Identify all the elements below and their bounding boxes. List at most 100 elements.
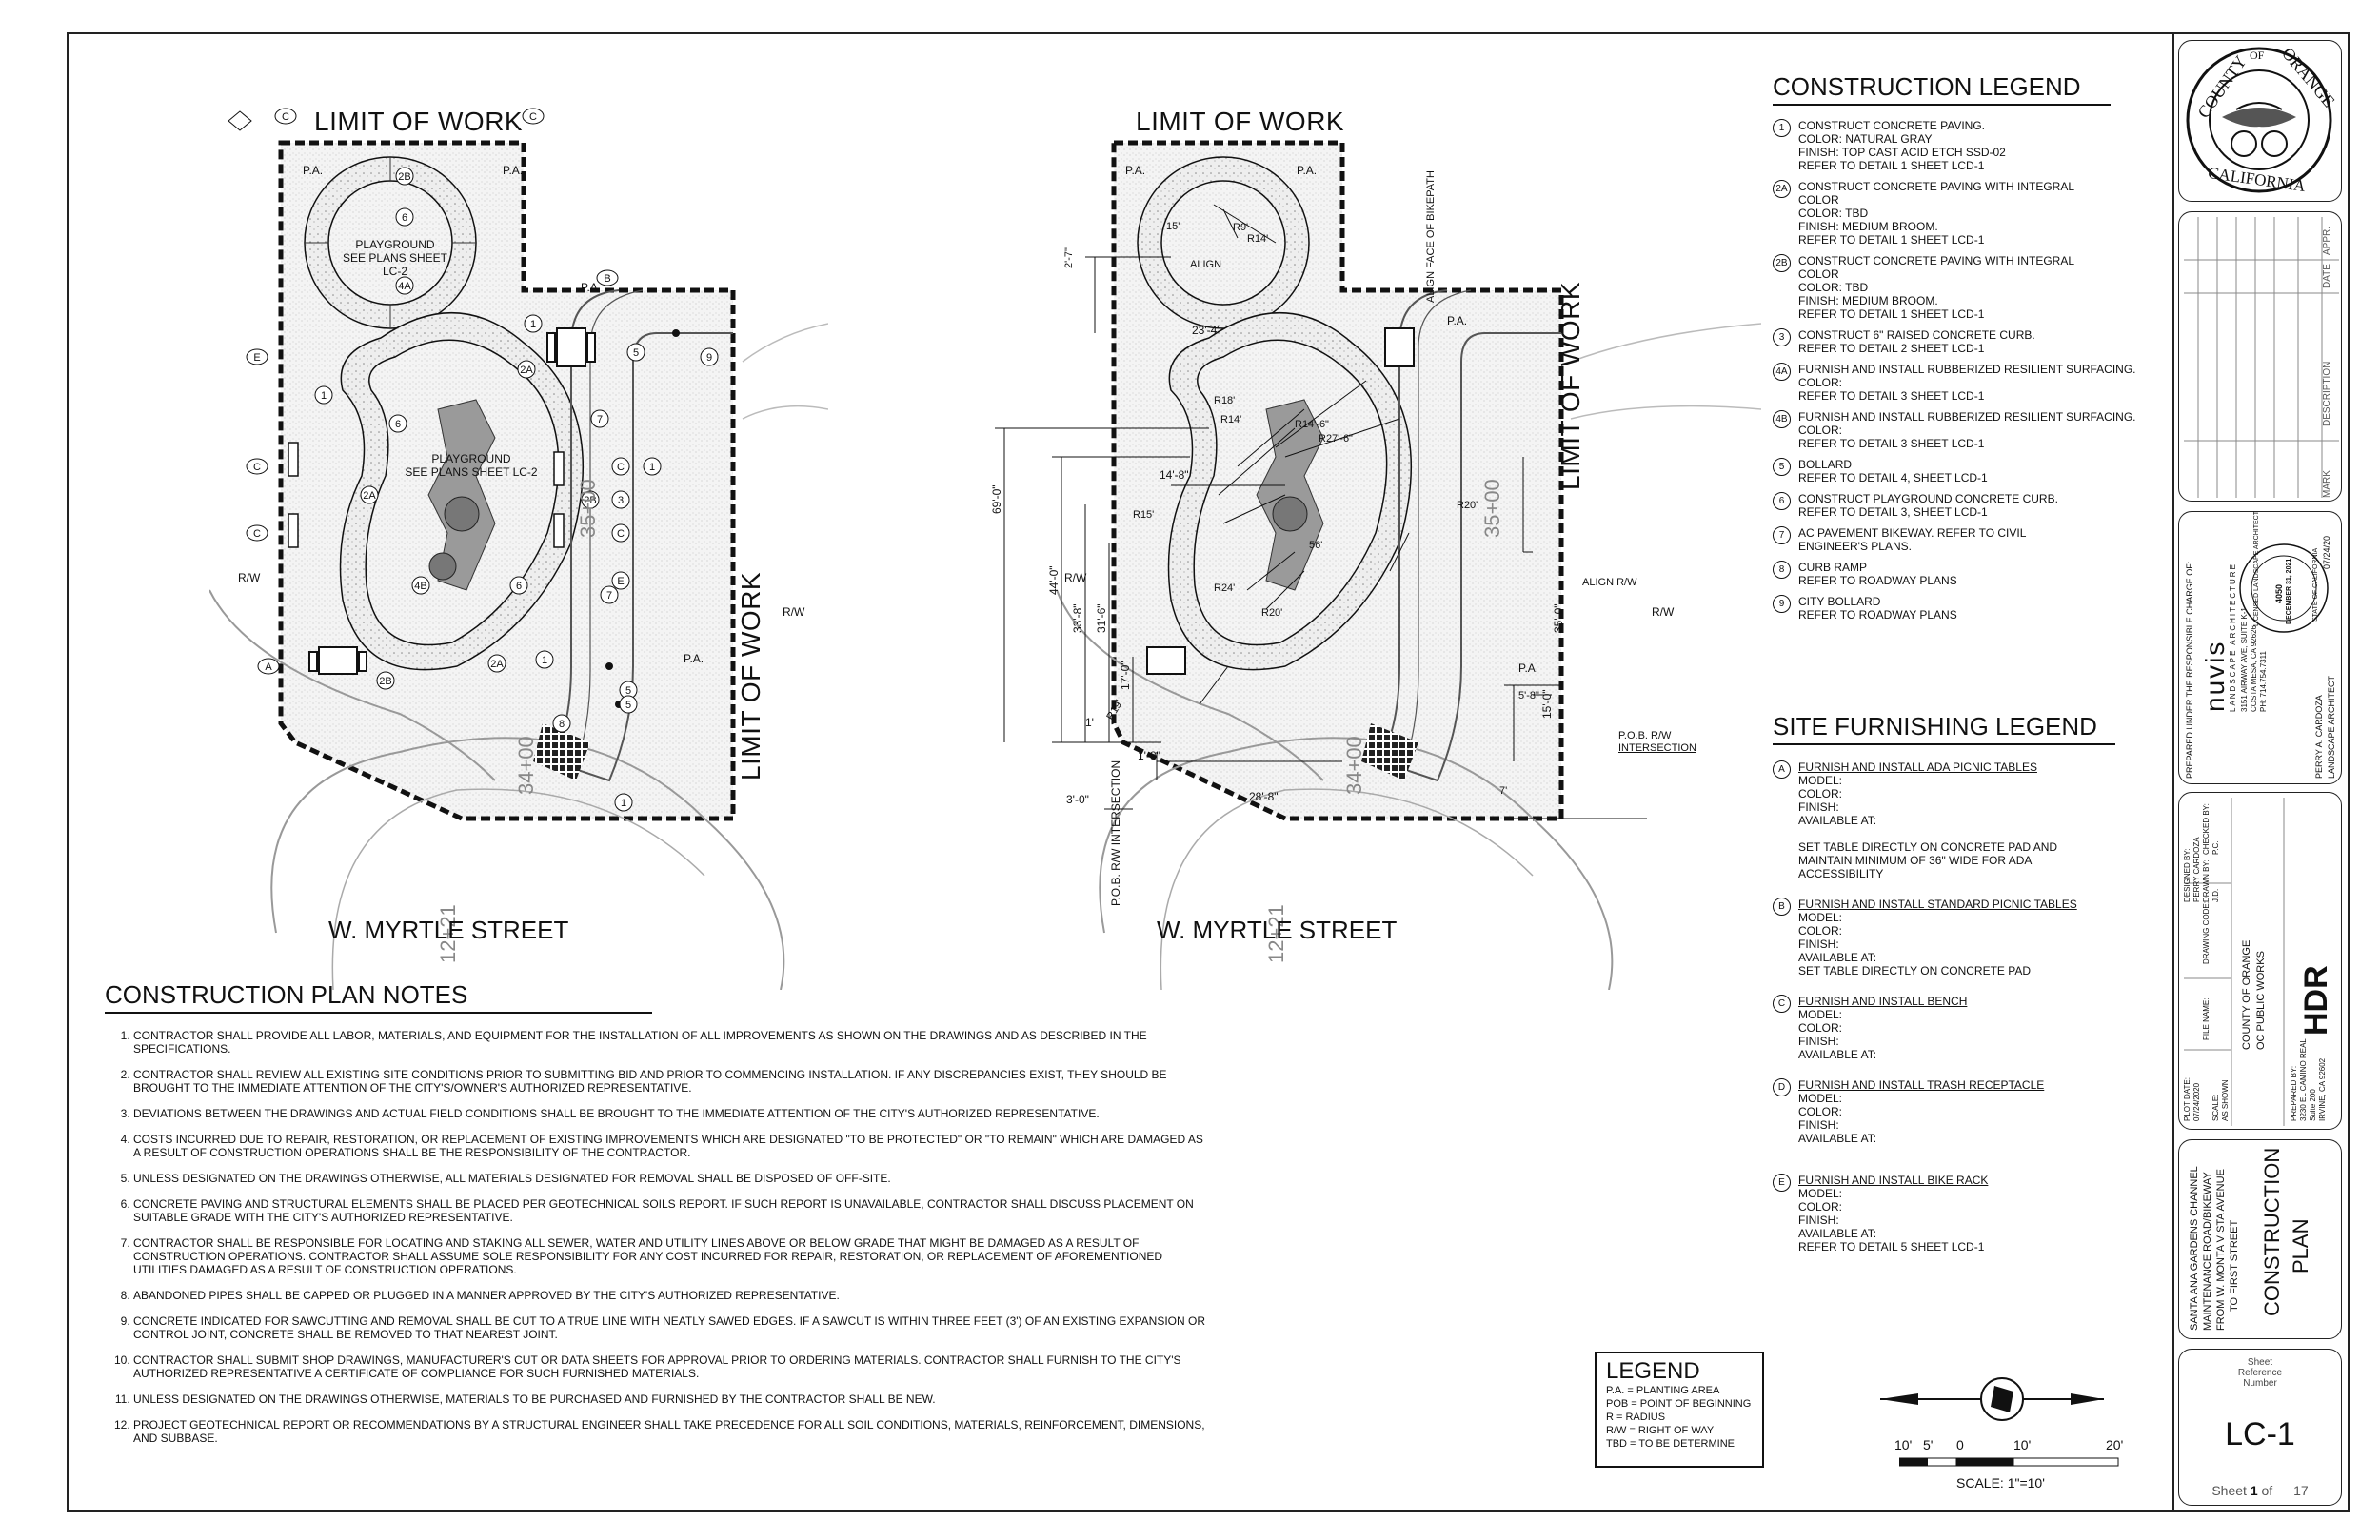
left-street-name: W. MYRTLE STREET: [328, 916, 569, 944]
abbreviation-legend: LEGEND P.A. = PLANTING AREA POB = POINT …: [1595, 1352, 1764, 1468]
right-station-label: 35+00: [1480, 479, 1504, 538]
left-playground-label-top: PLAYGROUND SEE PLANS SHEET LC-2: [338, 238, 452, 278]
designed-by-value: PERRY CARDOZA: [2192, 837, 2201, 902]
legend-key: 4A: [1773, 363, 1791, 381]
drawing-code-label: DRAWING CODE:: [2202, 901, 2211, 964]
left-limit-of-work-right: LIMIT OF WORK: [736, 571, 765, 780]
right-align-rw-label: ALIGN R/W: [1582, 577, 1637, 588]
right-rw-label: R/W: [1652, 605, 1675, 619]
furnishing-text: FURNISH AND INSTALL STANDARD PICNIC TABL…: [1798, 898, 2077, 977]
furnishing-body: MODEL: COLOR: FINISH: AVAILABLE AT: SET …: [1798, 774, 2058, 880]
left-playground-label-main: PLAYGROUND SEE PLANS SHEET LC-2: [395, 452, 547, 479]
left-site-plan: 2B 6 4A 1 2A 1 6 2A 4B 6 2A 2B 1 8 1 2B …: [209, 108, 828, 990]
sheet-count: Sheet 1 of 17: [2179, 1483, 2341, 1498]
plan-note: CONTRACTOR SHALL REVIEW ALL EXISTING SIT…: [133, 1068, 1209, 1095]
project-title-box: SANTA ANA GARDENS CHANNEL MAINTENANCE RO…: [2178, 1139, 2342, 1339]
site-furnishing-legend-title: SITE FURNISHING LEGEND: [1773, 712, 2115, 745]
right-station-label: 34+00: [1342, 736, 1366, 795]
firm-logo-nuvis: nuvis: [2200, 640, 2230, 712]
dim-label: 17'-0": [1119, 661, 1132, 690]
right-rw-label: R/W: [1064, 571, 1087, 584]
revisions-grid: [2184, 217, 2339, 498]
bench: [288, 442, 299, 477]
rev-header-mark: MARK: [2322, 470, 2332, 498]
bench: [288, 513, 299, 548]
dim-label: 23'-4": [1192, 324, 1221, 337]
drawing-sheet-border: [67, 32, 2350, 1512]
right-pa-label: P.A.: [1125, 164, 1146, 177]
playground-sheet-ref: SEE PLANS SHEET LC-2: [405, 465, 538, 479]
stamp-number: 4050: [2274, 583, 2284, 603]
picnic-table-b: [546, 327, 596, 367]
plan-note: PROJECT GEOTECHNICAL REPORT OR RECOMMEND…: [133, 1418, 1209, 1445]
left-limit-of-work-top: LIMIT OF WORK: [314, 107, 524, 136]
sheet-total: 17: [2293, 1483, 2309, 1498]
revisions-box: MARK DESCRIPTION DATE APPR.: [2178, 211, 2342, 502]
svg-text:2B: 2B: [398, 171, 410, 183]
plan-note: CONCRETE INDICATED FOR SAWCUTTING AND RE…: [133, 1314, 1209, 1341]
svg-text:C: C: [529, 111, 537, 123]
abbreviation-legend-title: LEGEND: [1606, 1358, 1700, 1384]
project-name-1: SANTA ANA GARDENS CHANNEL: [2189, 1166, 2200, 1331]
picnic-table-a: [308, 646, 367, 675]
plan-note: ABANDONED PIPES SHALL BE CAPPED OR PLUGG…: [133, 1289, 1209, 1302]
svg-text:6: 6: [516, 581, 522, 592]
furnishing-head: FURNISH AND INSTALL ADA PICNIC TABLES: [1798, 760, 2037, 774]
rev-header-description: DESCRIPTION: [2322, 361, 2332, 426]
scale-value: AS SHOWN: [2221, 1079, 2230, 1121]
file-name-label: FILE NAME:: [2202, 997, 2211, 1040]
sheet-of: of: [2261, 1483, 2273, 1498]
legend-key: 6: [1773, 492, 1791, 510]
left-pa-label: P.A.: [303, 164, 324, 177]
legend-text: CONSTRUCT CONCRETE PAVING WITH INTEGRAL …: [1798, 180, 2075, 247]
dim-label: 31'-6": [1095, 603, 1108, 633]
furnishing-key: A: [1773, 760, 1791, 779]
svg-text:1: 1: [321, 390, 327, 402]
svg-text:2A: 2A: [363, 490, 376, 502]
designed-by-label: DESIGNED BY:: [2183, 848, 2192, 902]
scale-label: 10': [1894, 1437, 1913, 1452]
stamp-expiry: DECEMBER 31, 2021: [2286, 558, 2292, 624]
site-furnishing-legend: SITE FURNISHING LEGEND A FURNISH AND INST…: [1773, 712, 2192, 1271]
right-pa-label: P.A.: [1297, 164, 1318, 177]
svg-text:C: C: [253, 528, 261, 540]
svg-text:C: C: [617, 462, 625, 473]
scale-label: 5': [1923, 1437, 1934, 1452]
architect-name: PERRY A. CARDOZA: [2314, 695, 2324, 779]
plan-note: CONCRETE PAVING AND STRUCTURAL ELEMENTS …: [133, 1197, 1209, 1224]
abbreviation-item: POB = POINT OF BEGINNING: [1606, 1398, 1752, 1410]
dim-label: R9': [1233, 222, 1249, 233]
drawing-title-line2: PLAN: [2289, 1218, 2312, 1273]
sheet-current: 1: [2250, 1483, 2258, 1498]
sheet-reference-label: Sheet Reference Number: [2237, 1357, 2283, 1389]
north-arrow: [1880, 1377, 2104, 1421]
scale-label: 10': [2013, 1437, 2032, 1452]
dim-label: R14': [1247, 233, 1269, 245]
plan-notes-list: CONTRACTOR SHALL PROVIDE ALL LABOR, MATE…: [105, 1029, 1209, 1445]
right-align-label: ALIGN: [1190, 259, 1222, 270]
landscape-architect-box: PREPARED UNDER THE RESPONSIBLE CHARGE OF…: [2178, 511, 2342, 784]
project-info-grid: [2184, 798, 2285, 1126]
legend-key: 3: [1773, 328, 1791, 346]
drawing-title-line1: CONSTRUCTION: [2260, 1147, 2284, 1316]
abbreviation-item: R = RADIUS: [1606, 1412, 1666, 1423]
sheet-number: LC-1: [2225, 1416, 2295, 1452]
left-station-label: 34+00: [514, 736, 538, 795]
plan-note: UNLESS DESIGNATED ON THE DRAWINGS OTHERW…: [133, 1392, 1209, 1406]
svg-text:2B: 2B: [379, 676, 391, 687]
legend-text: AC PAVEMENT BIKEWAY. REFER TO CIVIL ENGI…: [1798, 526, 2027, 553]
right-pob-intersection-label: P.O.B. R/W INTERSECTION: [1109, 760, 1122, 906]
svg-text:B: B: [604, 273, 610, 285]
